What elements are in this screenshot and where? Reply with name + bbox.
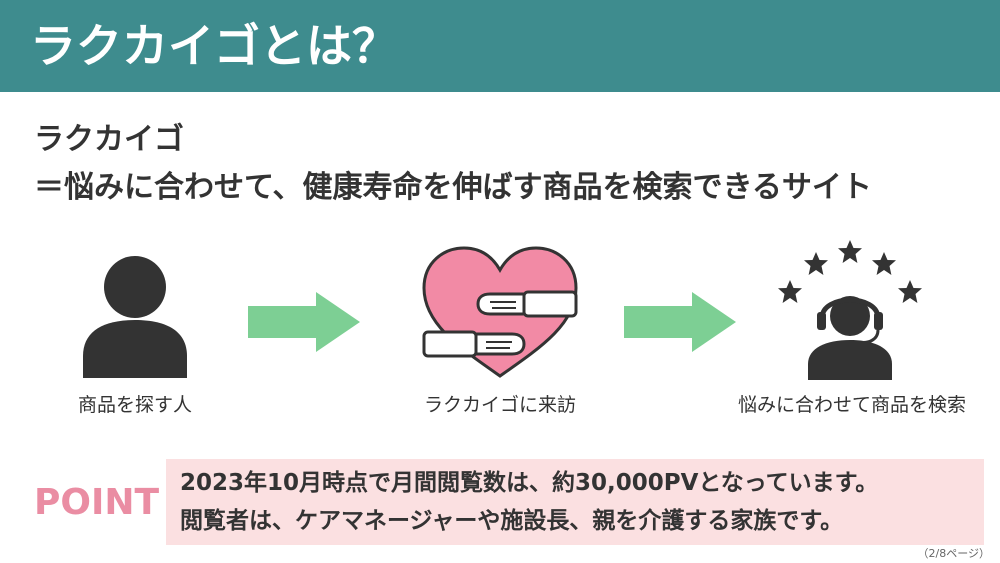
service-name: ラクカイゴ xyxy=(34,122,184,157)
step-label-search: 悩みに合わせて商品を検索 xyxy=(737,394,966,416)
point-line-pageviews: 2023年10月時点で月間閲覧数は、約30,000PVとなっています。 xyxy=(180,470,879,496)
point-line-audience: 閲覧者は、ケアマネージャーや施設長、親を介護する家族です。 xyxy=(180,508,844,534)
arrow-right-icon xyxy=(624,292,736,352)
arrow-right-icon xyxy=(248,292,360,352)
page-indicator: （2/8ページ） xyxy=(917,547,990,560)
heart-hug-icon xyxy=(422,246,578,378)
step-label-visitor: 商品を探す人 xyxy=(77,394,192,416)
service-description: ＝悩みに合わせて、健康寿命を伸ばす商品を検索できるサイト xyxy=(34,170,872,205)
point-label: POINT xyxy=(34,482,160,523)
point-box: 2023年10月時点で月間閲覧数は、約30,000PVとなっています。 閲覧者は… xyxy=(166,459,984,545)
header-bar: ラクカイゴとは？ xyxy=(0,0,1000,92)
support-stars-icon xyxy=(778,240,922,380)
step-label-visit: ラクカイゴに来訪 xyxy=(423,394,576,416)
person-icon xyxy=(83,256,187,378)
page-title: ラクカイゴとは？ xyxy=(30,19,398,73)
